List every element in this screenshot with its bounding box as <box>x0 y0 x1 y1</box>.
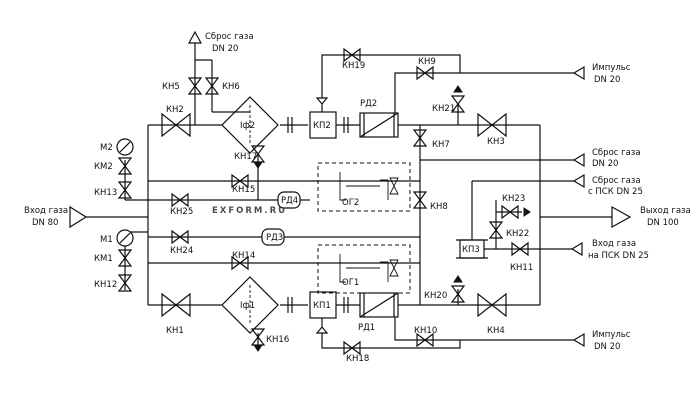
label-kn23: КН23 <box>502 194 525 204</box>
impulse-bot-arrow <box>572 332 585 348</box>
label-kn10: КН10 <box>414 326 437 336</box>
label-kn15: КН15 <box>232 185 255 195</box>
label-km2: КМ2 <box>94 162 113 172</box>
inlet-psk-title: Вход газа <box>592 239 636 249</box>
vent-top-title: Сброс газа <box>205 32 254 42</box>
label-kn22: КН22 <box>506 229 529 239</box>
label-kn11: КН11 <box>510 263 533 273</box>
vent-psk-dn: с ПСК DN 25 <box>588 187 643 197</box>
label-kn17: КН17 <box>234 152 257 162</box>
watermark: EXFORM.RU <box>212 206 287 216</box>
check-bot <box>315 326 329 334</box>
impulse-top-arrow <box>572 65 585 81</box>
impulse-bot-dn: DN 20 <box>594 342 620 352</box>
label-kn20: КН20 <box>424 291 447 301</box>
label-kn1: КН1 <box>166 326 184 336</box>
label-kn2: КН2 <box>166 105 184 115</box>
impulse-top-title: Импульс <box>592 63 631 73</box>
label-f1: Iф1 <box>240 301 255 311</box>
vent-right-arrow <box>572 152 585 168</box>
label-kn4: КН4 <box>487 326 505 336</box>
label-kn25: КН25 <box>170 207 193 217</box>
label-km1: КМ1 <box>94 254 113 264</box>
label-rd2: РД2 <box>360 99 377 109</box>
label-rd4: РД4 <box>281 196 298 206</box>
label-og1: ОГ1 <box>342 278 359 288</box>
shutoff-og1 <box>317 244 411 294</box>
label-rd1: РД1 <box>358 323 375 333</box>
outlet-arrow <box>611 205 632 229</box>
inlet-arrow <box>69 205 88 229</box>
vent-psk-arrow <box>572 173 585 189</box>
inlet-dn: DN 80 <box>32 218 58 228</box>
vent-top-arrow <box>187 30 203 44</box>
check-top <box>315 97 329 105</box>
regulator-rd1 <box>359 292 399 318</box>
label-kn6: КН6 <box>222 82 240 92</box>
label-kn16: КН16 <box>266 335 289 345</box>
pilot-rd3 <box>261 228 420 246</box>
label-kn13: КН13 <box>94 188 117 198</box>
label-rd3: РД3 <box>266 233 283 243</box>
label-kn5: КН5 <box>162 82 180 92</box>
pilot-rd4 <box>277 191 310 209</box>
label-kn21: КН21 <box>432 104 455 114</box>
vent-top-dn: DN 20 <box>212 44 238 54</box>
vent-right-title: Сброс газа <box>592 148 641 158</box>
impulse-bot-title: Импульс <box>592 330 631 340</box>
label-kn14: КН14 <box>232 251 255 261</box>
impulse-top-dn: DN 20 <box>594 75 620 85</box>
label-kn12: КН12 <box>94 280 117 290</box>
label-kp3: КП3 <box>462 245 480 255</box>
label-kn18: КН18 <box>346 354 369 364</box>
label-kp2: КП2 <box>313 121 331 131</box>
label-kn7: КН7 <box>432 140 450 150</box>
vent-right-dn: DN 20 <box>592 159 618 169</box>
outlet-title: Выход газа <box>640 206 691 216</box>
label-kn24: КН24 <box>170 246 193 256</box>
label-m2: М2 <box>100 143 113 153</box>
shutoff-og2 <box>317 162 411 212</box>
label-kp1: КП1 <box>313 301 331 311</box>
label-kn8: КН8 <box>430 202 448 212</box>
label-f2: Iф2 <box>240 121 255 131</box>
inlet-title: Вход газа <box>24 206 68 216</box>
kp2-box <box>309 111 337 139</box>
kp1-box <box>309 291 337 319</box>
filter-f1 <box>221 276 279 334</box>
label-og2: ОГ2 <box>342 198 359 208</box>
outlet-dn: DN 100 <box>647 218 679 228</box>
inlet-psk-arrow <box>570 241 583 257</box>
inlet-psk-dn: на ПСК DN 25 <box>588 251 649 261</box>
label-kn19: КН19 <box>342 61 365 71</box>
regulator-rd2 <box>359 112 399 138</box>
label-kn9: КН9 <box>418 57 436 67</box>
label-kn3: КН3 <box>487 137 505 147</box>
vent-psk-title: Сброс газа <box>592 176 641 186</box>
label-m1: М1 <box>100 235 113 245</box>
